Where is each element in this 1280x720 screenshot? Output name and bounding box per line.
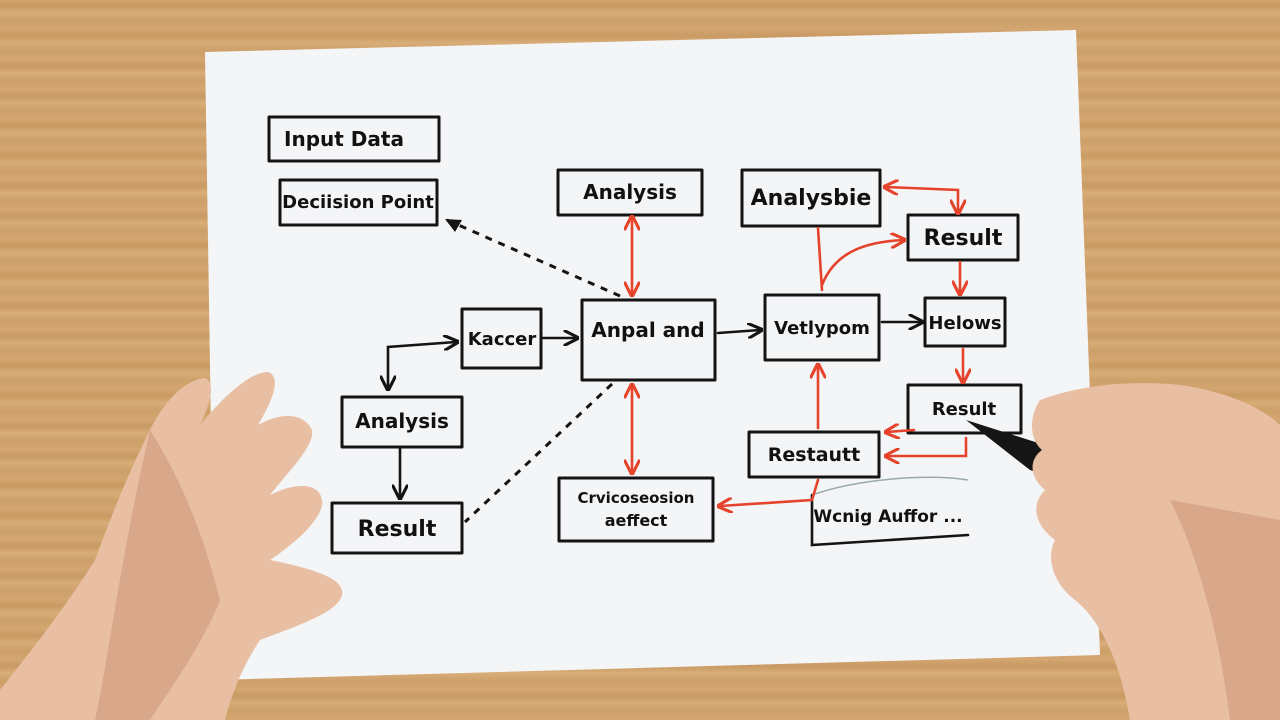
svg-text:Helows: Helows bbox=[928, 313, 1001, 334]
node-result-bottom: Result bbox=[330, 501, 464, 555]
svg-text:aeffect: aeffect bbox=[605, 511, 668, 530]
svg-text:Restautt: Restautt bbox=[768, 444, 860, 466]
node-input-data: Input Data bbox=[267, 115, 441, 163]
svg-text:Crvicoseosion: Crvicoseosion bbox=[578, 489, 695, 507]
svg-text:Anpal and: Anpal and bbox=[591, 318, 704, 342]
svg-text:Analysis: Analysis bbox=[583, 180, 677, 204]
paper-sheet bbox=[205, 30, 1100, 680]
node-restautt: Restautt bbox=[747, 430, 881, 479]
svg-text:Kacсer: Kacсer bbox=[468, 329, 537, 350]
node-result-right: Result bbox=[906, 383, 1023, 435]
node-analysbie: Analysbie bbox=[740, 168, 882, 228]
left-hand bbox=[0, 372, 343, 720]
svg-text:Vetlypom: Vetlypom bbox=[774, 318, 870, 339]
svg-text:Result: Result bbox=[358, 517, 437, 542]
svg-text:Input Data: Input Data bbox=[284, 127, 404, 151]
connectors-black bbox=[388, 218, 921, 524]
node-analysis-left: Analysis bbox=[340, 395, 464, 449]
node-helows: Helows bbox=[923, 296, 1007, 348]
svg-text:Analysbie: Analysbie bbox=[751, 186, 872, 211]
svg-text:Result: Result bbox=[924, 226, 1003, 251]
node-vethypom: Vetlypom bbox=[763, 293, 881, 362]
connectors-red bbox=[632, 187, 966, 506]
arrowhead-decision bbox=[445, 219, 462, 232]
svg-text:Wcnig Auffor ...: Wcnig Auffor ... bbox=[813, 507, 962, 527]
svg-text:Result: Result bbox=[932, 399, 997, 420]
svg-text:Deciision Point: Deciision Point bbox=[282, 192, 434, 213]
node-decision-point: Deciision Point bbox=[278, 178, 439, 227]
note-wcnig-auffor: Wcnig Auffor ... bbox=[810, 476, 970, 547]
svg-text:Analysis: Analysis bbox=[355, 409, 449, 433]
node-result-top: Result bbox=[906, 213, 1020, 262]
node-anpal-and: Anpal and bbox=[580, 298, 717, 382]
right-hand bbox=[966, 383, 1280, 720]
node-crvicoseosion: Crvicoseosion aeffect bbox=[557, 476, 715, 543]
